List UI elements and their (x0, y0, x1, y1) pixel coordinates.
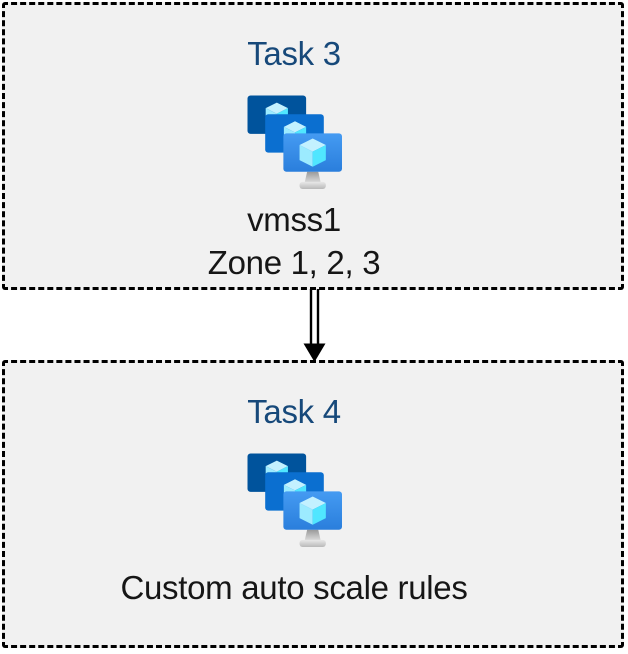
task3-title: Task 3 (247, 35, 341, 72)
flow-arrow-down-icon (303, 289, 326, 362)
task4-label-group: Custom auto scale rules (120, 566, 467, 609)
task3-label-group: vmss1 Zone 1, 2, 3 (208, 198, 381, 284)
task4-title: Task 4 (247, 393, 341, 430)
task4-box: Task 4 Custom auto scale rules (2, 360, 624, 648)
vm-scale-sets-icon (247, 453, 342, 547)
zone-label: Zone 1, 2, 3 (207, 244, 381, 281)
task3-box: Task 3 vmss1 Zone 1, 2, 3 (2, 2, 624, 290)
vm-scale-sets-icon (247, 95, 342, 189)
autoscale-rules-label: Custom auto scale rules (120, 569, 468, 606)
vmss-name-label: vmss1 (247, 201, 341, 238)
